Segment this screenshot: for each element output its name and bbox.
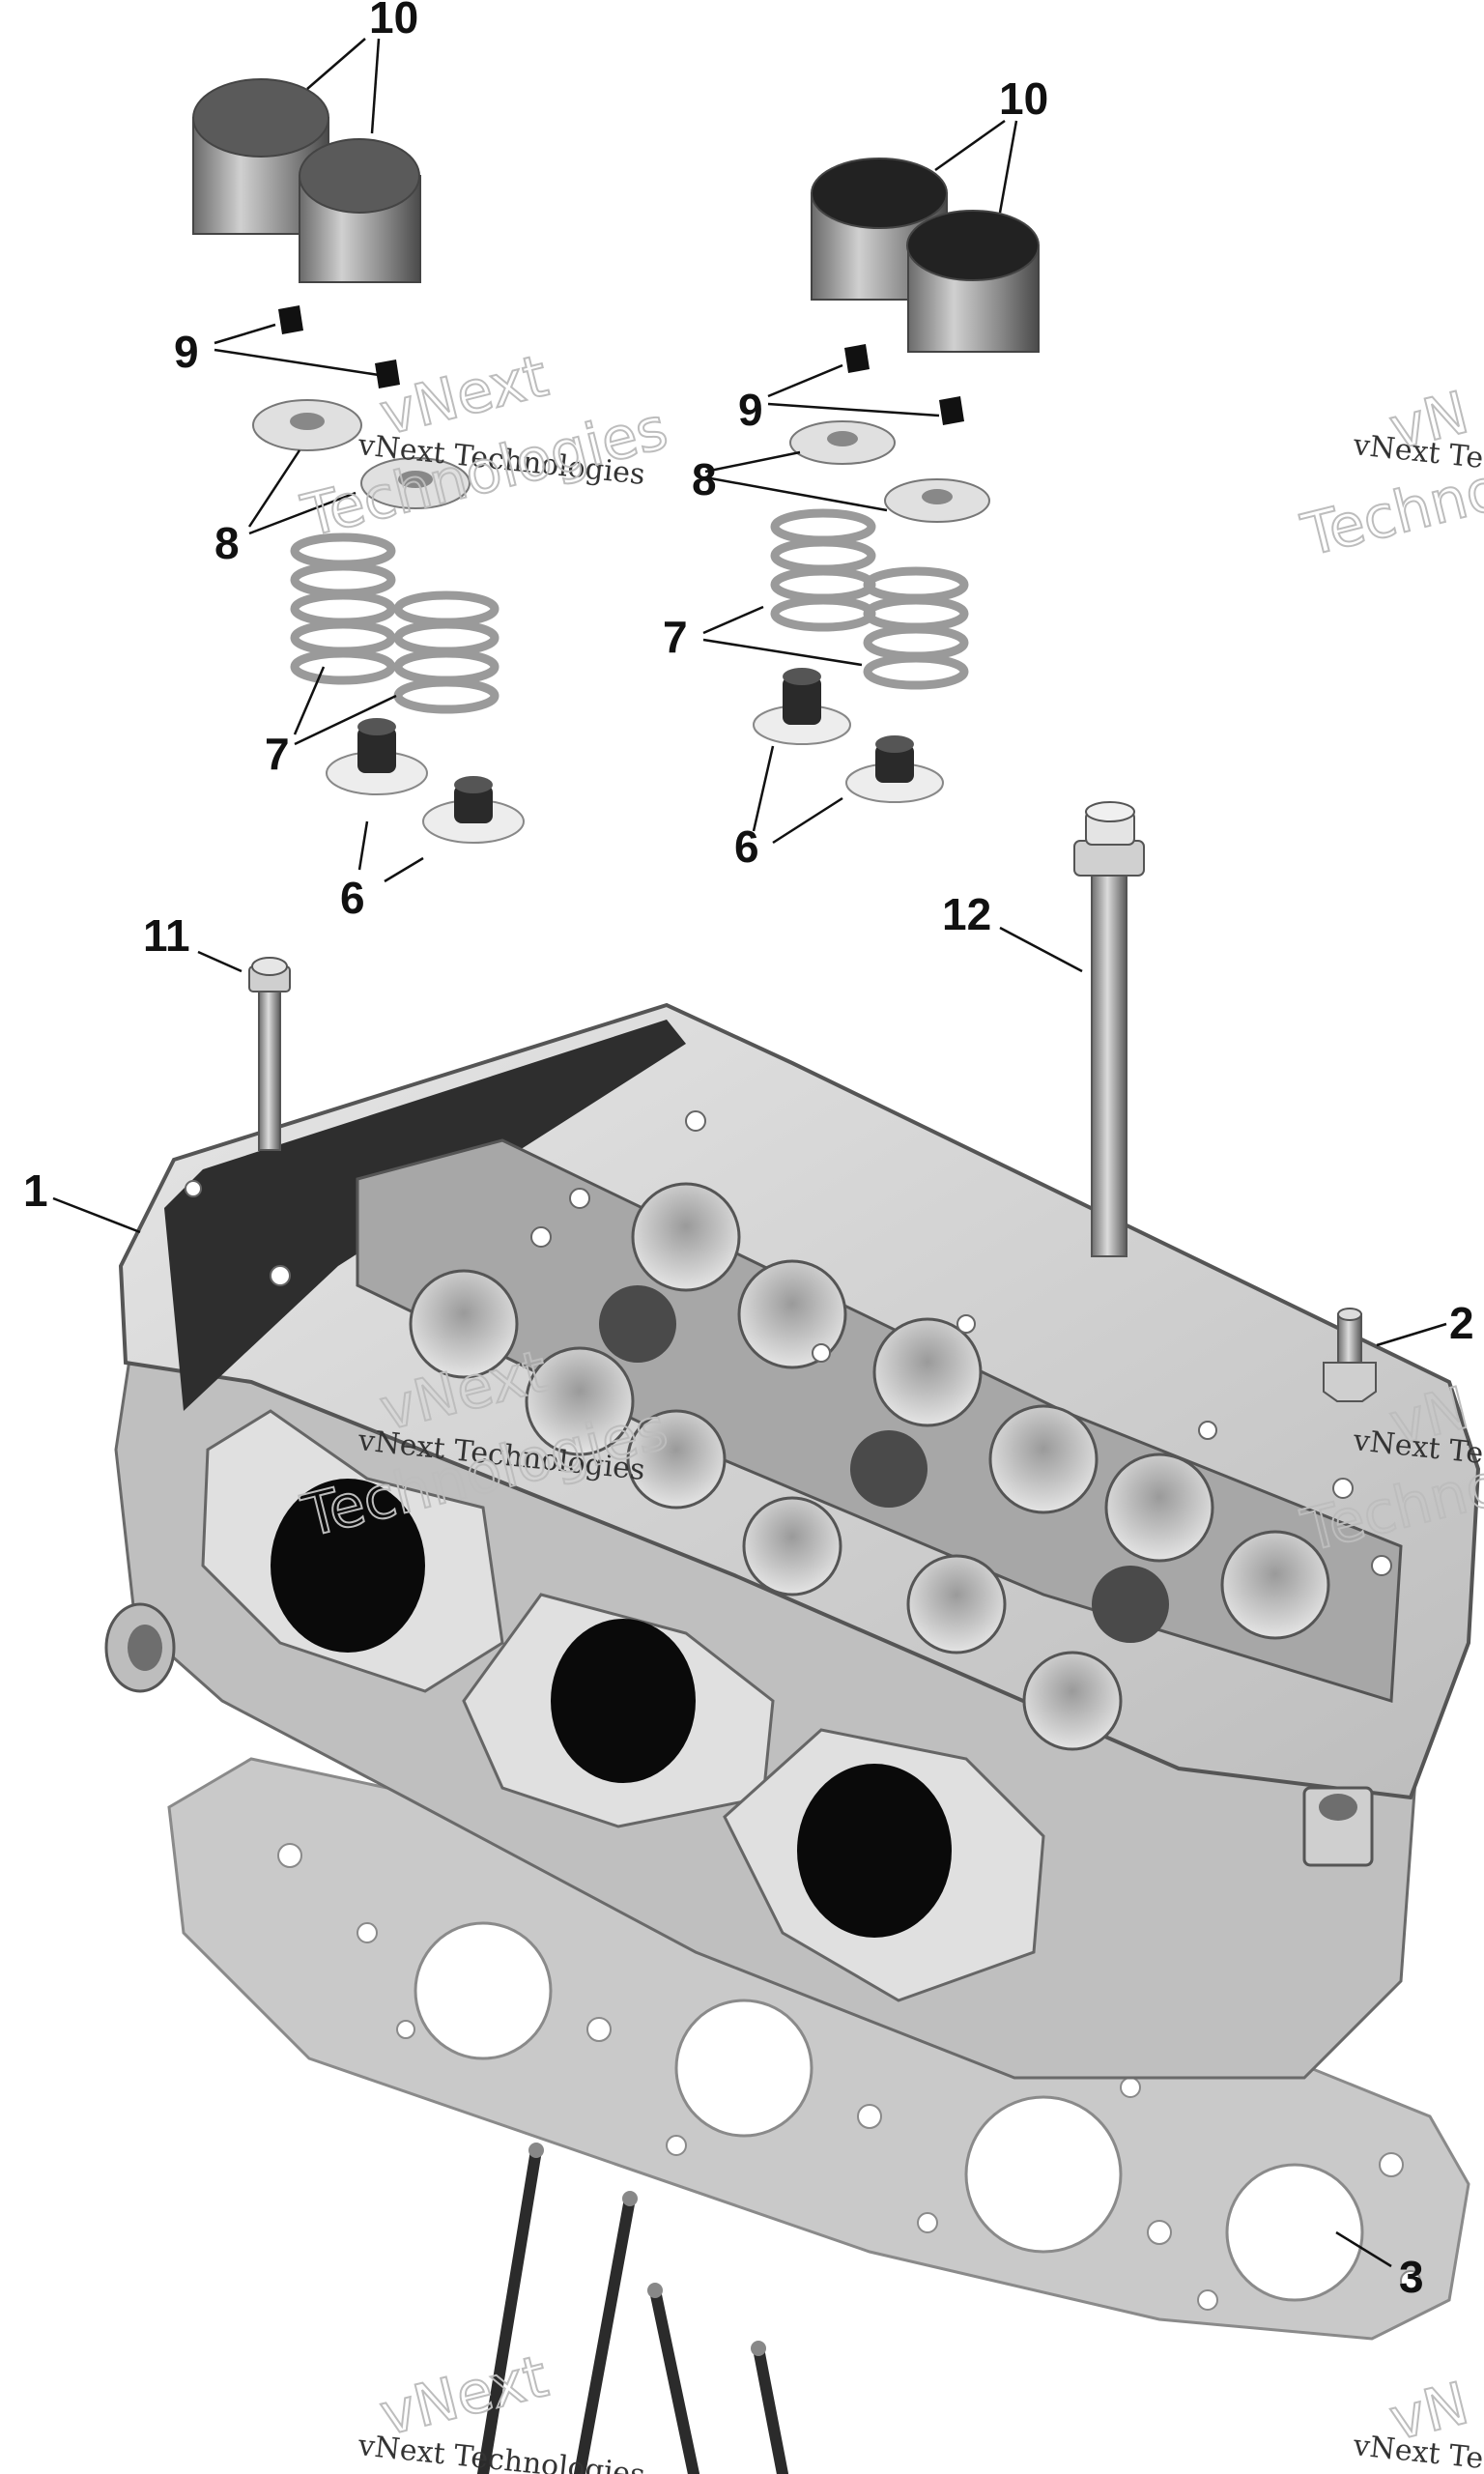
- valve-train-left: [192, 78, 525, 844]
- bolt-small: [248, 957, 291, 1151]
- leader-lines: [52, 38, 1447, 2268]
- callout-12: 12: [942, 889, 991, 939]
- callout-10: 10: [999, 73, 1048, 124]
- watermark-brand-bottom-cut: Techno: [1296, 455, 1484, 570]
- callout-9: 9: [174, 327, 199, 377]
- callout-2: 2: [1449, 1298, 1474, 1348]
- callout-7: 7: [265, 729, 290, 779]
- callout-7: 7: [663, 612, 688, 662]
- bolt-long: [1073, 801, 1145, 1257]
- fitting: [1323, 1308, 1377, 1402]
- valves: [477, 2143, 788, 2474]
- callout-8: 8: [692, 454, 717, 504]
- callout-6: 6: [734, 821, 759, 872]
- callout-1: 1: [23, 1165, 48, 1216]
- head-gasket: [167, 1757, 1470, 2341]
- callout-labels: 10 10 9 9 8 8 7 7 6 6 11 12 1 2 3: [23, 0, 1474, 2302]
- callout-11: 11: [143, 910, 190, 961]
- callout-9: 9: [738, 385, 763, 435]
- watermark-brand-line: vNext Technologies: [356, 2429, 646, 2474]
- callout-3: 3: [1399, 2252, 1424, 2302]
- callout-10: 10: [369, 0, 418, 43]
- cylinder-head: [104, 1002, 1481, 2080]
- callout-6: 6: [340, 873, 365, 923]
- callout-8: 8: [214, 518, 240, 568]
- valve-train-right: [753, 158, 1040, 803]
